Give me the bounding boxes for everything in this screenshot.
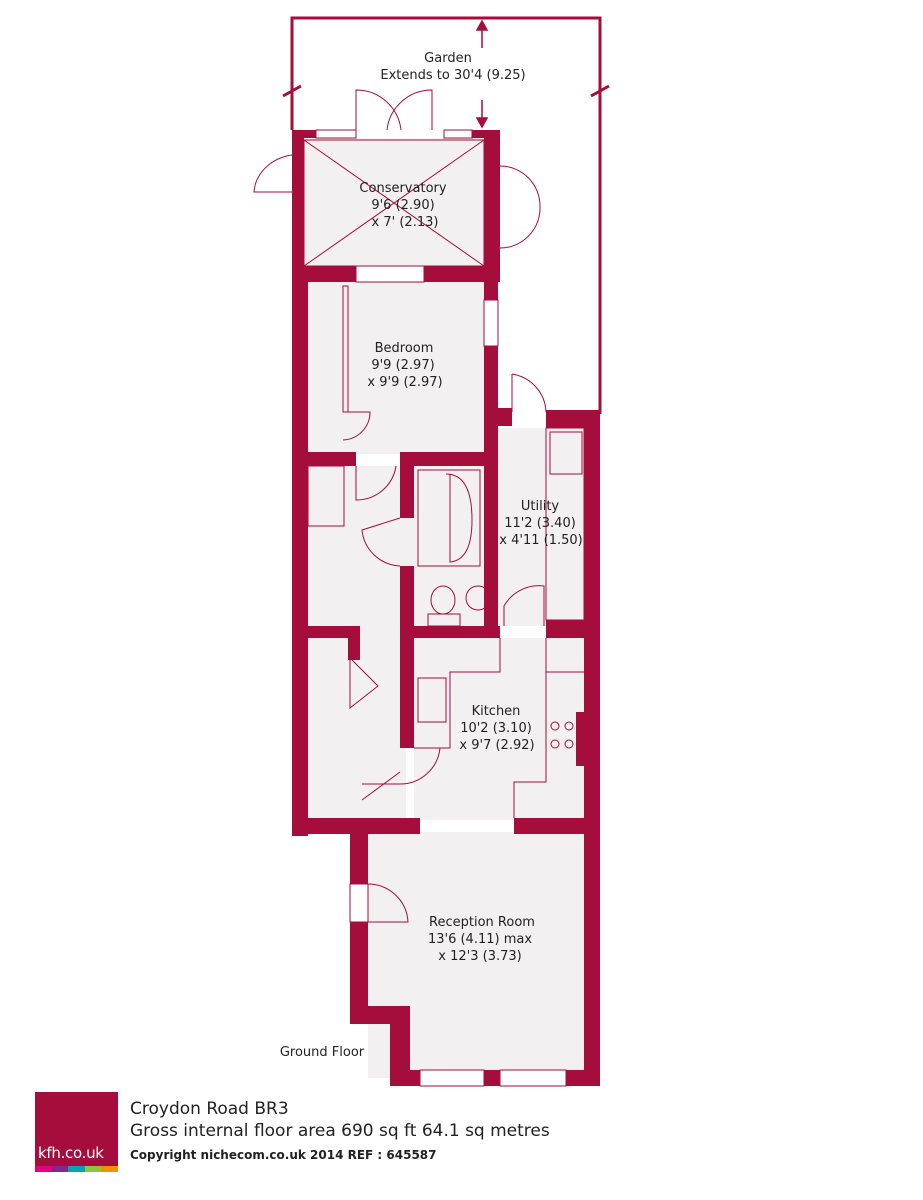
floor-area-text: Gross internal floor area 690 sq ft 64.1… bbox=[130, 1121, 550, 1141]
room-labels: Garden Extends to 30'4 (9.25) Conservato… bbox=[280, 51, 583, 1060]
bedroom-name: Bedroom bbox=[375, 341, 434, 356]
bedroom-dim1: 9'9 (2.97) bbox=[371, 358, 434, 373]
logo-strip-segment bbox=[35, 1166, 52, 1172]
kitchen-dim2: x 9'7 (2.92) bbox=[459, 738, 534, 753]
reception-dim2: x 12'3 (3.73) bbox=[438, 949, 521, 964]
conservatory-name: Conservatory bbox=[359, 181, 446, 196]
garden-title: Garden bbox=[424, 51, 472, 66]
kfh-logo: kfh.co.uk bbox=[35, 1092, 118, 1172]
logo-strip-segment bbox=[101, 1166, 118, 1172]
logo-text: kfh.co.uk bbox=[38, 1144, 104, 1162]
logo-strip-segment bbox=[84, 1166, 102, 1172]
reception-name: Reception Room bbox=[429, 915, 535, 930]
utility-name: Utility bbox=[521, 499, 560, 514]
garden-extent: Extends to 30'4 (9.25) bbox=[380, 68, 525, 83]
garden-boundary bbox=[282, 16, 610, 414]
reception-dim1: 13'6 (4.11) max bbox=[428, 932, 532, 947]
bedroom-dim2: x 9'9 (2.97) bbox=[367, 375, 442, 390]
logo-strip-segment bbox=[51, 1166, 69, 1172]
fixtures bbox=[253, 89, 585, 923]
property-footer: Croydon Road BR3 Gross internal floor ar… bbox=[130, 1098, 550, 1165]
utility-dim1: 11'2 (3.40) bbox=[504, 516, 576, 531]
kitchen-dim1: 10'2 (3.10) bbox=[460, 721, 532, 736]
copyright-text: Copyright nichecom.co.uk 2014 REF : 6455… bbox=[130, 1148, 437, 1162]
utility-dim2: x 4'11 (1.50) bbox=[499, 533, 582, 548]
conservatory-dim2: x 7' (2.13) bbox=[372, 215, 439, 230]
logo-color-strip bbox=[35, 1166, 118, 1172]
conservatory-dim1: 9'6 (2.90) bbox=[371, 198, 434, 213]
floor-name: Ground Floor bbox=[280, 1045, 365, 1060]
garden-arrow bbox=[475, 19, 489, 129]
logo-strip-segment bbox=[68, 1166, 85, 1172]
property-address: Croydon Road BR3 bbox=[130, 1099, 289, 1119]
kitchen-name: Kitchen bbox=[472, 704, 521, 719]
floor-area bbox=[304, 138, 586, 1078]
